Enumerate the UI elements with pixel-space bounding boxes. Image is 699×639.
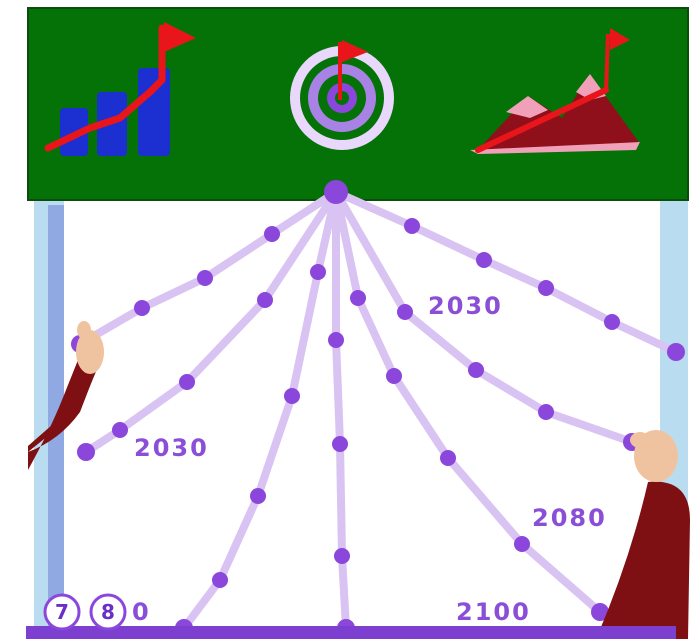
badge-8: 8 — [91, 595, 125, 629]
roadmap-node — [350, 290, 366, 306]
year-label-right: 2080 — [532, 504, 607, 532]
badge-8-label: 8 — [101, 600, 115, 624]
roadmap-node — [310, 264, 326, 280]
roadmap-node — [538, 280, 554, 296]
roadmap-node — [112, 422, 128, 438]
floor-bar — [26, 626, 676, 639]
roadmap-path-7 — [336, 192, 676, 352]
roadmap-path-3 — [184, 192, 336, 628]
roadmap-node — [468, 362, 484, 378]
roadmap-node — [514, 536, 530, 552]
roadmap-node — [284, 388, 300, 404]
roadmap-hub-node — [324, 180, 348, 204]
year-label-bottom-right: 2100 — [456, 598, 531, 626]
year-label-center-right: 2030 — [428, 292, 503, 320]
roadmap-node — [604, 314, 620, 330]
badge-7: 7 — [45, 595, 79, 629]
roadmap-node — [197, 270, 213, 286]
roadmap-node — [476, 252, 492, 268]
roadmap-node — [334, 548, 350, 564]
roadmap-node — [386, 368, 402, 384]
badge-7-label: 7 — [55, 600, 69, 624]
year-label-bottom-left-suffix: 0 — [132, 598, 151, 626]
roadmap-node — [179, 374, 195, 390]
roadmap-node — [212, 572, 228, 588]
roadmap-node — [257, 292, 273, 308]
roadmap-node — [250, 488, 266, 504]
roadmap-node — [134, 300, 150, 316]
roadmap-node — [667, 343, 685, 361]
roadmap-node — [440, 450, 456, 466]
roadmap-node — [264, 226, 280, 242]
roadmap-nodes — [71, 180, 685, 637]
roadmap-node — [328, 332, 344, 348]
right-hand-arm — [596, 430, 690, 639]
roadmap-paths — [80, 192, 676, 628]
year-label-left: 2030 — [134, 434, 209, 462]
roadmap-node — [538, 404, 554, 420]
roadmap-node — [397, 304, 413, 320]
roadmap-node — [77, 443, 95, 461]
roadmap-path-1 — [80, 192, 336, 344]
roadmap-node — [332, 436, 348, 452]
roadmap-node — [404, 218, 420, 234]
